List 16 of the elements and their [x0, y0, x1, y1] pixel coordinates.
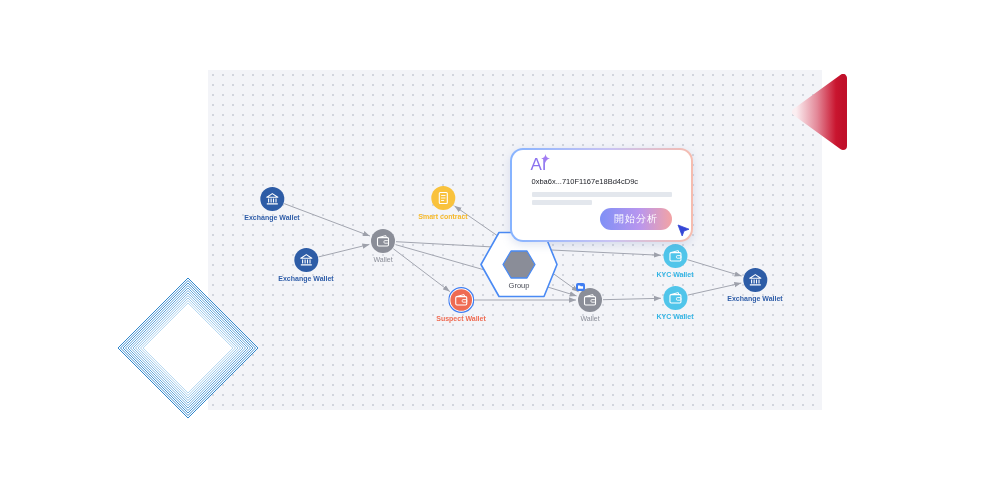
arrow	[546, 286, 578, 297]
connector-line	[395, 244, 485, 271]
triangle-shape	[792, 74, 847, 150]
arrow	[283, 203, 371, 237]
analyze-button: 開始分析	[599, 207, 672, 230]
arrow	[392, 248, 451, 293]
arrow	[602, 295, 662, 302]
arrow	[318, 243, 370, 258]
arrow	[473, 297, 577, 303]
arrow	[687, 259, 743, 277]
arrow	[454, 205, 499, 237]
arrow	[551, 249, 662, 258]
arrow	[552, 272, 580, 293]
ai-heading: AI	[530, 156, 547, 174]
popup-card	[510, 148, 693, 242]
arrow	[687, 282, 742, 296]
